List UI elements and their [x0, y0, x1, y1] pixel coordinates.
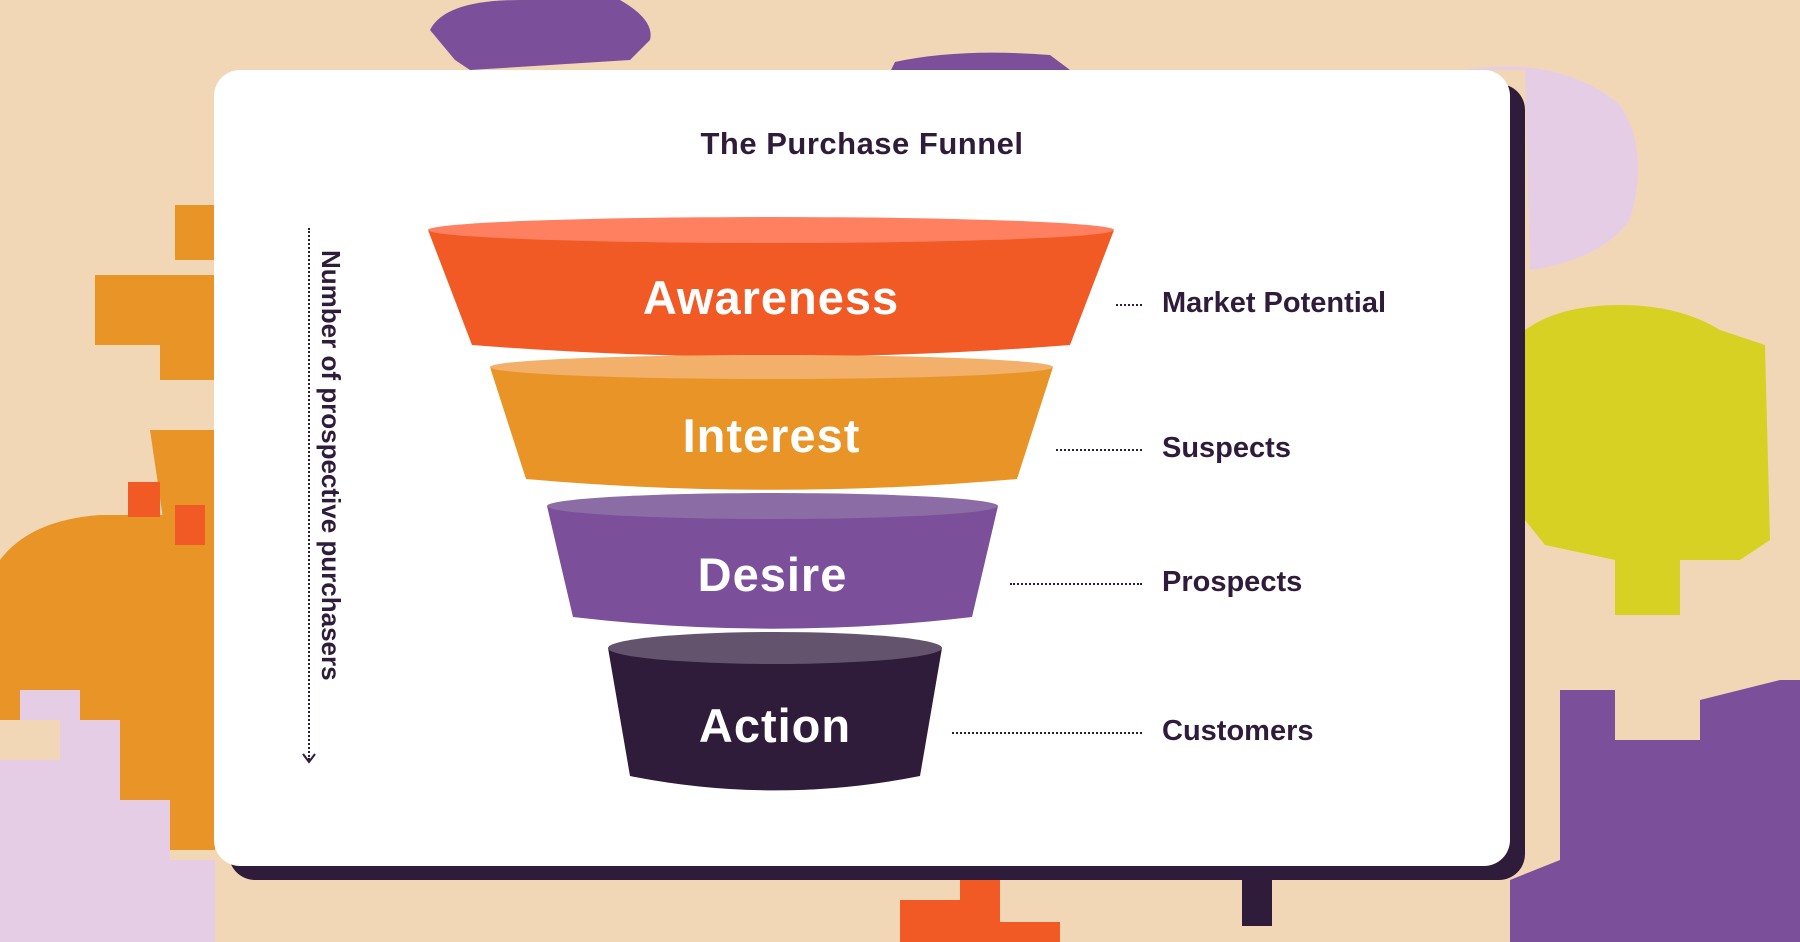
stage-label-interest: Interest: [682, 409, 861, 462]
funnel-rim-interest: [490, 355, 1053, 379]
funnel-rim-awareness: [428, 217, 1114, 243]
yellow-blob-right: [1525, 305, 1770, 615]
outcome-label-3: Customers: [1162, 715, 1314, 747]
stage-label-desire: Desire: [697, 548, 848, 601]
purple-blob-bottom-right: [1510, 680, 1800, 942]
lilac-blob-left: [0, 690, 215, 942]
funnel-segment-desire: [547, 506, 998, 629]
funnel-rim-desire: [547, 493, 998, 519]
outcome-label-1: Suspects: [1162, 432, 1291, 464]
diagram-title: The Purchase Funnel: [700, 126, 1024, 161]
lilac-blob-right: [1465, 66, 1638, 271]
purple-blob-top: [430, 0, 1070, 72]
leader-line: [952, 732, 1142, 734]
axis-line: [308, 228, 310, 760]
leader-line: [1010, 583, 1142, 585]
stage-label-awareness: Awareness: [642, 271, 900, 324]
funnel-segment-interest: [490, 367, 1053, 490]
funnel-rim-action: [608, 632, 942, 664]
funnel-segment-action: [608, 648, 942, 791]
stage-label-action: Action: [698, 699, 852, 752]
red-blob-left: [128, 482, 205, 545]
funnel-segment-awareness: [428, 230, 1114, 357]
leader-line: [1116, 304, 1142, 306]
orange-blob-left: [0, 205, 215, 850]
down-arrow-icon: [302, 753, 316, 764]
outcome-label-0: Market Potential: [1162, 287, 1386, 319]
leader-line: [1056, 449, 1142, 451]
red-blob-bottom: [900, 880, 1060, 942]
outcome-label-2: Prospects: [1162, 566, 1303, 598]
